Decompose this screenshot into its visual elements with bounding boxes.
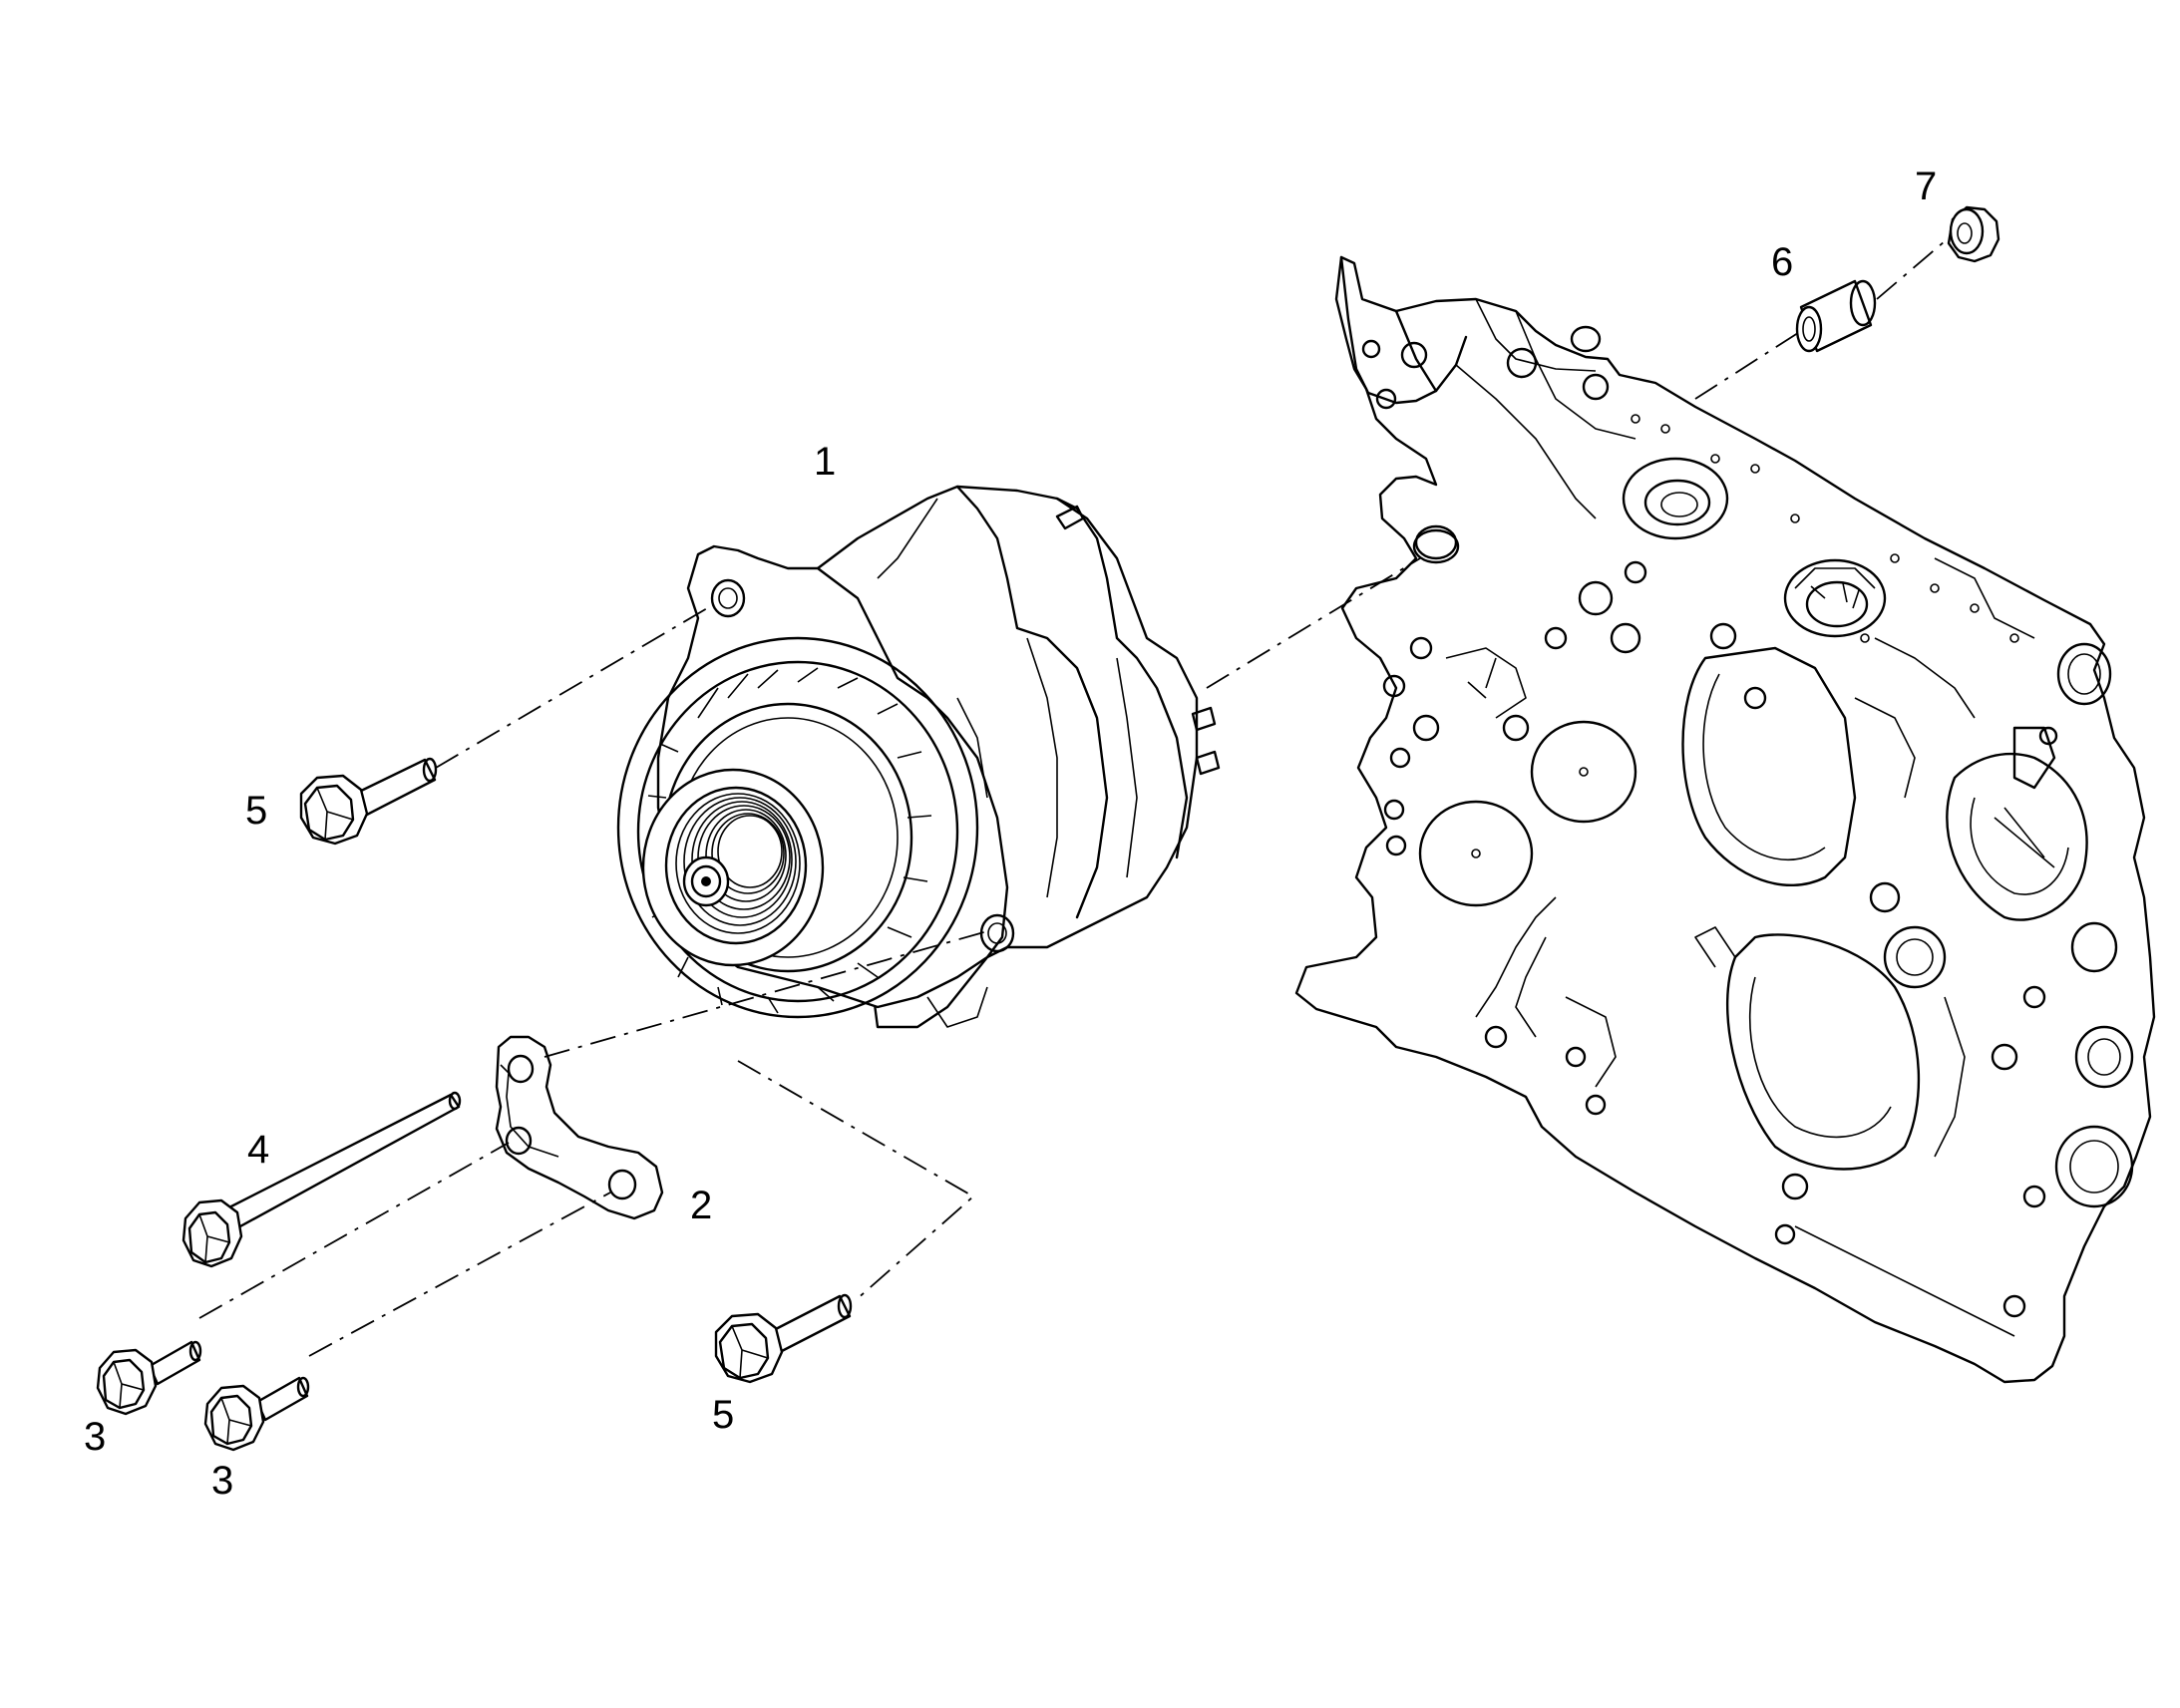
assembly-center-lines <box>198 240 1946 1357</box>
bolt-5-upper <box>299 757 438 846</box>
mounting-bracket <box>495 1035 664 1220</box>
callout-6: 6 <box>1771 240 1793 284</box>
engine-timing-cover <box>1294 255 2156 1384</box>
callout-3-left: 3 <box>84 1415 106 1459</box>
callout-2: 2 <box>690 1184 712 1227</box>
callout-7: 7 <box>1915 165 1937 208</box>
bolt-3-right <box>203 1376 310 1452</box>
callout-5-upper: 5 <box>245 789 267 833</box>
long-bolt <box>182 1091 462 1268</box>
bolt-5-lower <box>714 1293 853 1384</box>
spacer-sleeve <box>1795 279 1877 353</box>
callout-3-right: 3 <box>211 1459 233 1503</box>
callout-4: 4 <box>247 1128 269 1172</box>
callout-labels: 1 2 3 3 4 5 5 6 7 <box>84 165 1937 1503</box>
alternator <box>616 485 1221 1029</box>
bolt-3-left <box>96 1340 202 1416</box>
callout-1: 1 <box>814 440 836 484</box>
flange-nut <box>1947 205 2000 263</box>
callout-5-lower: 5 <box>712 1393 734 1437</box>
